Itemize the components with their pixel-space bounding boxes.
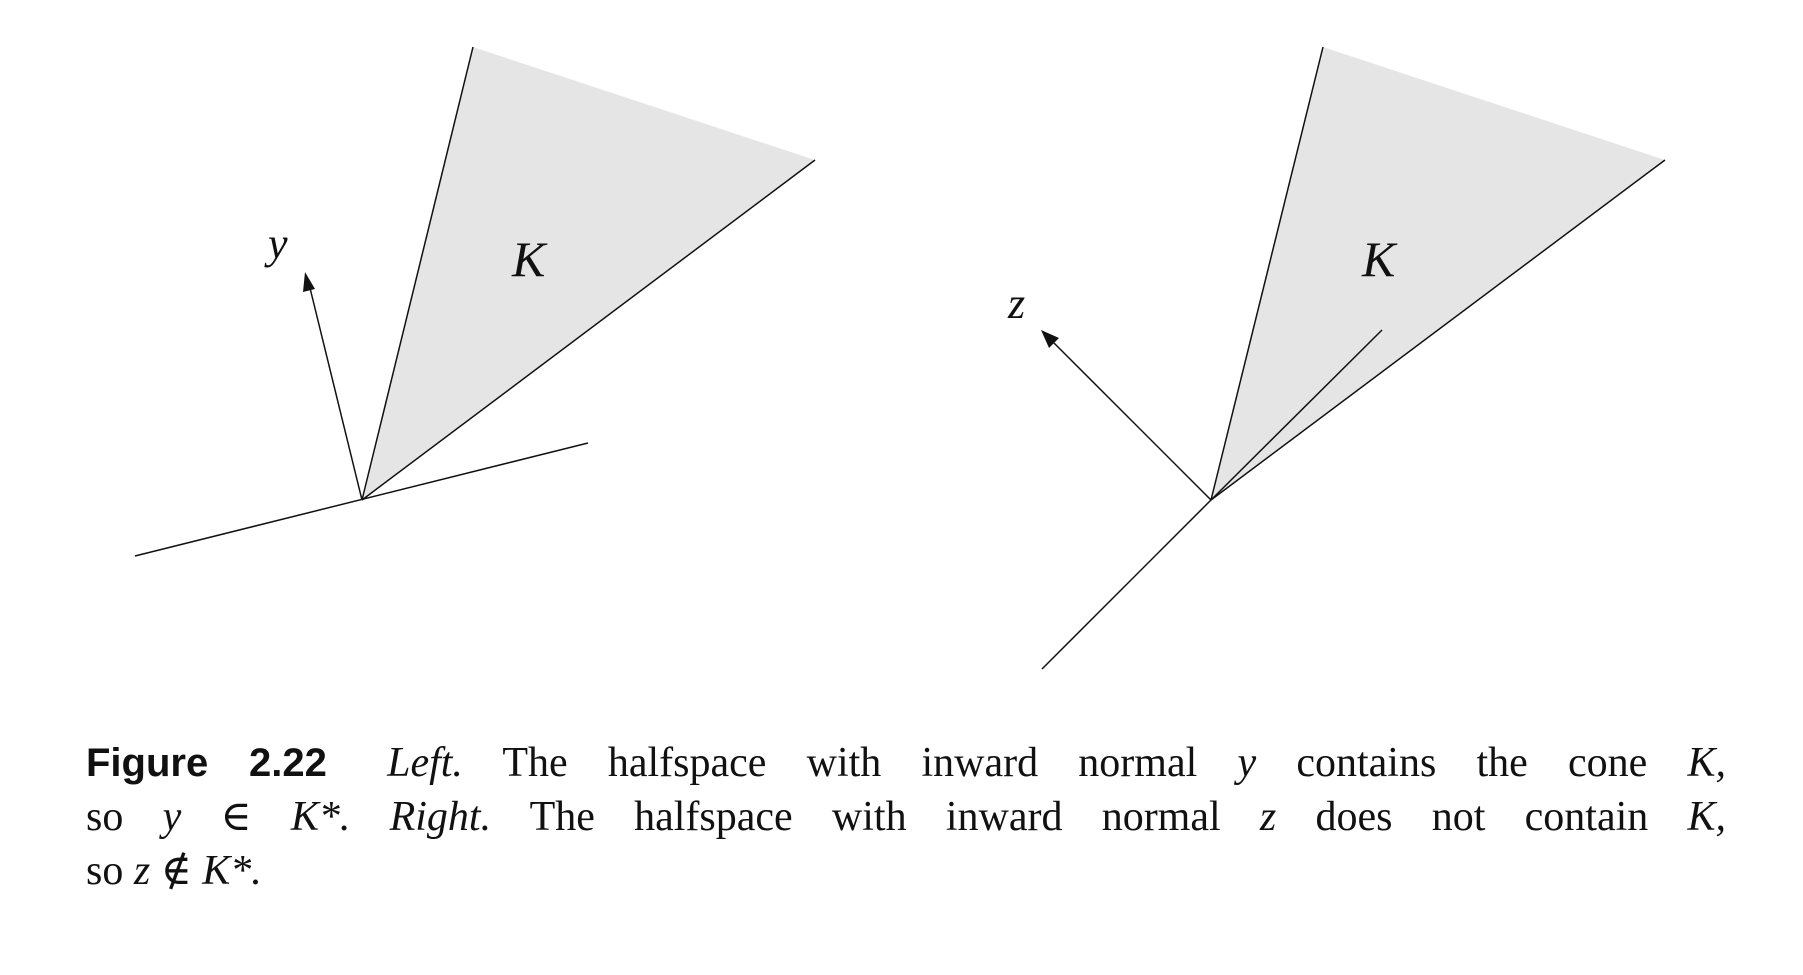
- right-normal-arrowhead: [1041, 330, 1059, 348]
- right-normal-arrow-shaft: [1053, 342, 1212, 501]
- figure-illustration: y K z K: [134, 46, 1666, 670]
- caption-text: The halfspace with inward normal: [529, 794, 1221, 840]
- left-cone-edge-upper: [361, 46, 474, 501]
- left-cone-K: [362, 47, 815, 500]
- caption-right-word: Right.: [389, 794, 492, 840]
- right-cone-label-K: K: [1361, 231, 1398, 287]
- caption-text: contains the cone: [1296, 740, 1648, 786]
- figure-number: Figure 2.22: [86, 741, 327, 785]
- right-cone-edge-lower: [1210, 159, 1666, 501]
- right-cone-edge-upper: [1210, 46, 1324, 501]
- caption-var-y: y: [1237, 740, 1257, 786]
- caption-math-z-notin-Kstar: z ∉ K*.: [133, 848, 262, 894]
- caption-line-1: Figure 2.22 Left. The halfspace with inw…: [86, 736, 1726, 790]
- caption-line-2: so y ∈ K*. Right. The halfspace with inw…: [86, 790, 1726, 844]
- caption-math-y-in-Kstar: y ∈ K*.: [162, 794, 351, 840]
- caption-text: The halfspace with inward normal: [502, 740, 1198, 786]
- left-cone-edge-lower: [361, 159, 816, 501]
- right-panel: z K: [1007, 46, 1666, 670]
- caption-line-3: so z ∉ K*.: [86, 844, 1726, 898]
- caption-var-z: z: [1259, 794, 1277, 840]
- left-cone-label-K: K: [511, 231, 548, 287]
- caption-text: so: [86, 848, 124, 894]
- left-panel: y K: [134, 46, 816, 557]
- right-halfspace-boundary-lower: [1041, 499, 1212, 670]
- caption-left-word: Left.: [387, 740, 463, 786]
- left-normal-label-y: y: [264, 219, 288, 268]
- right-normal-label-z: z: [1007, 279, 1025, 328]
- caption-var-K: K,: [1687, 740, 1727, 786]
- left-normal-arrow-shaft: [309, 287, 363, 501]
- caption-text: does not contain: [1315, 794, 1649, 840]
- right-halfspace-boundary-upper: [1210, 329, 1383, 501]
- caption-var-K: K,: [1687, 794, 1727, 840]
- caption-text: so: [86, 794, 124, 840]
- left-normal-arrowhead: [303, 272, 315, 292]
- figure-caption: Figure 2.22 Left. The halfspace with inw…: [86, 736, 1726, 898]
